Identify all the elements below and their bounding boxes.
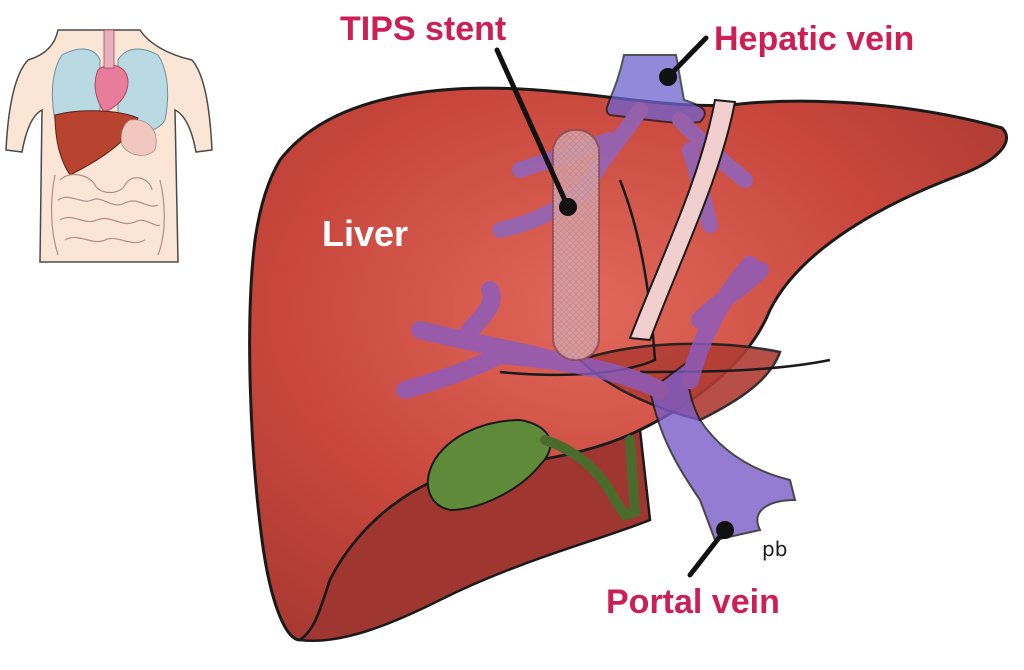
gallbladder-sac	[426, 418, 552, 512]
hepatic-vein-dot	[659, 68, 677, 86]
gallbladder	[426, 418, 641, 521]
liver-small	[54, 110, 139, 176]
bile-duct	[540, 435, 641, 521]
tips-stent-graphic	[552, 129, 600, 361]
tips-stent-pointer	[494, 47, 571, 210]
intestines-small	[50, 173, 165, 256]
portal-vein-branches	[396, 256, 797, 542]
hepatic-vein-pointer	[665, 35, 709, 80]
torso-thumbnail	[5, 29, 213, 263]
trachea	[103, 29, 115, 69]
tips-stent-dot	[559, 198, 577, 216]
liver-label: Liver	[322, 213, 408, 254]
portal-vein-trunk	[648, 357, 797, 542]
tips-stent-label: TIPS stent	[340, 10, 506, 48]
stomach-small	[120, 119, 157, 156]
fissure-line	[499, 179, 657, 377]
hepatic-vein-label: Hepatic vein	[714, 20, 914, 58]
portal-vein-dot	[716, 521, 734, 539]
callout-lines	[494, 35, 734, 578]
liver-underside	[296, 428, 652, 642]
hepatic-vein-trunk	[605, 54, 706, 124]
stent-mesh	[553, 130, 599, 360]
heart	[94, 64, 129, 113]
portal-vein-pointer	[687, 527, 728, 578]
portal-vein-label: Portal vein	[606, 583, 780, 621]
ligament-strip	[628, 98, 737, 342]
liver	[248, 86, 1008, 642]
lobe-edge	[639, 358, 831, 374]
artist-signature: pb	[762, 537, 787, 561]
